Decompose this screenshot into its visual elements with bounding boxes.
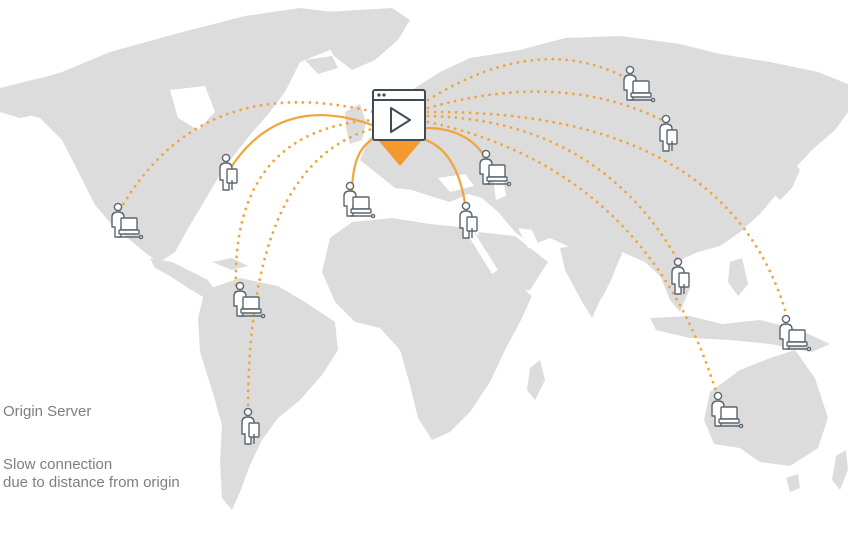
solid-arc-eastern-us — [227, 114, 381, 173]
north-america-landmass — [8, 8, 368, 262]
black-sea — [438, 174, 474, 192]
solid-arc-turkey — [419, 136, 468, 211]
continents — [0, 8, 848, 510]
arabian-peninsula — [478, 232, 548, 292]
iceland-landmass — [305, 56, 338, 74]
red-sea — [466, 232, 498, 274]
india-landmass — [560, 242, 622, 318]
hudson-bay — [170, 86, 215, 130]
alaska-landmass — [0, 78, 62, 118]
legend-origin-server: Origin Server — [3, 403, 92, 420]
persian-gulf — [518, 228, 540, 248]
legend-slow-line-2: due to distance from origin — [3, 474, 180, 491]
mediterranean-sea — [362, 194, 465, 222]
dotted-arc-argentina — [246, 126, 378, 414]
origin-server-window — [372, 89, 426, 141]
new-zealand-landmass — [832, 450, 848, 490]
water-bodies — [170, 86, 540, 274]
legend-slow-connection: Slow connection due to distance from ori… — [3, 456, 180, 492]
window-dot-icon — [377, 93, 381, 97]
caribbean-islands — [212, 258, 248, 270]
dotted-arc-russia-east — [426, 57, 632, 102]
central-america-landmass — [150, 258, 216, 298]
dotted-arc-southeast-asia — [426, 114, 682, 266]
japan-landmass — [772, 158, 800, 200]
philippines-islands — [728, 258, 748, 296]
uk-landmass — [345, 104, 366, 144]
south-america-landmass — [198, 278, 338, 510]
dotted-arc-colombia — [234, 118, 376, 294]
tasmania-landmass — [786, 474, 800, 492]
dotted-arc-western-us — [118, 100, 376, 212]
origin-server — [372, 89, 426, 166]
dotted-arc-russia-northeast — [426, 90, 664, 122]
play-icon — [390, 107, 411, 133]
window-dot-icon — [382, 93, 386, 97]
africa-landmass — [322, 218, 532, 440]
australia-landmass — [704, 350, 828, 466]
madagascar-landmass — [527, 360, 545, 400]
legend-slow-line-1: Slow connection — [3, 456, 113, 473]
greenland-landmass — [322, 8, 410, 70]
slow-connections — [118, 57, 790, 414]
eurasia-landmass — [360, 36, 848, 298]
origin-location-pin — [378, 140, 422, 166]
user-eastern-us-icon — [219, 153, 238, 191]
